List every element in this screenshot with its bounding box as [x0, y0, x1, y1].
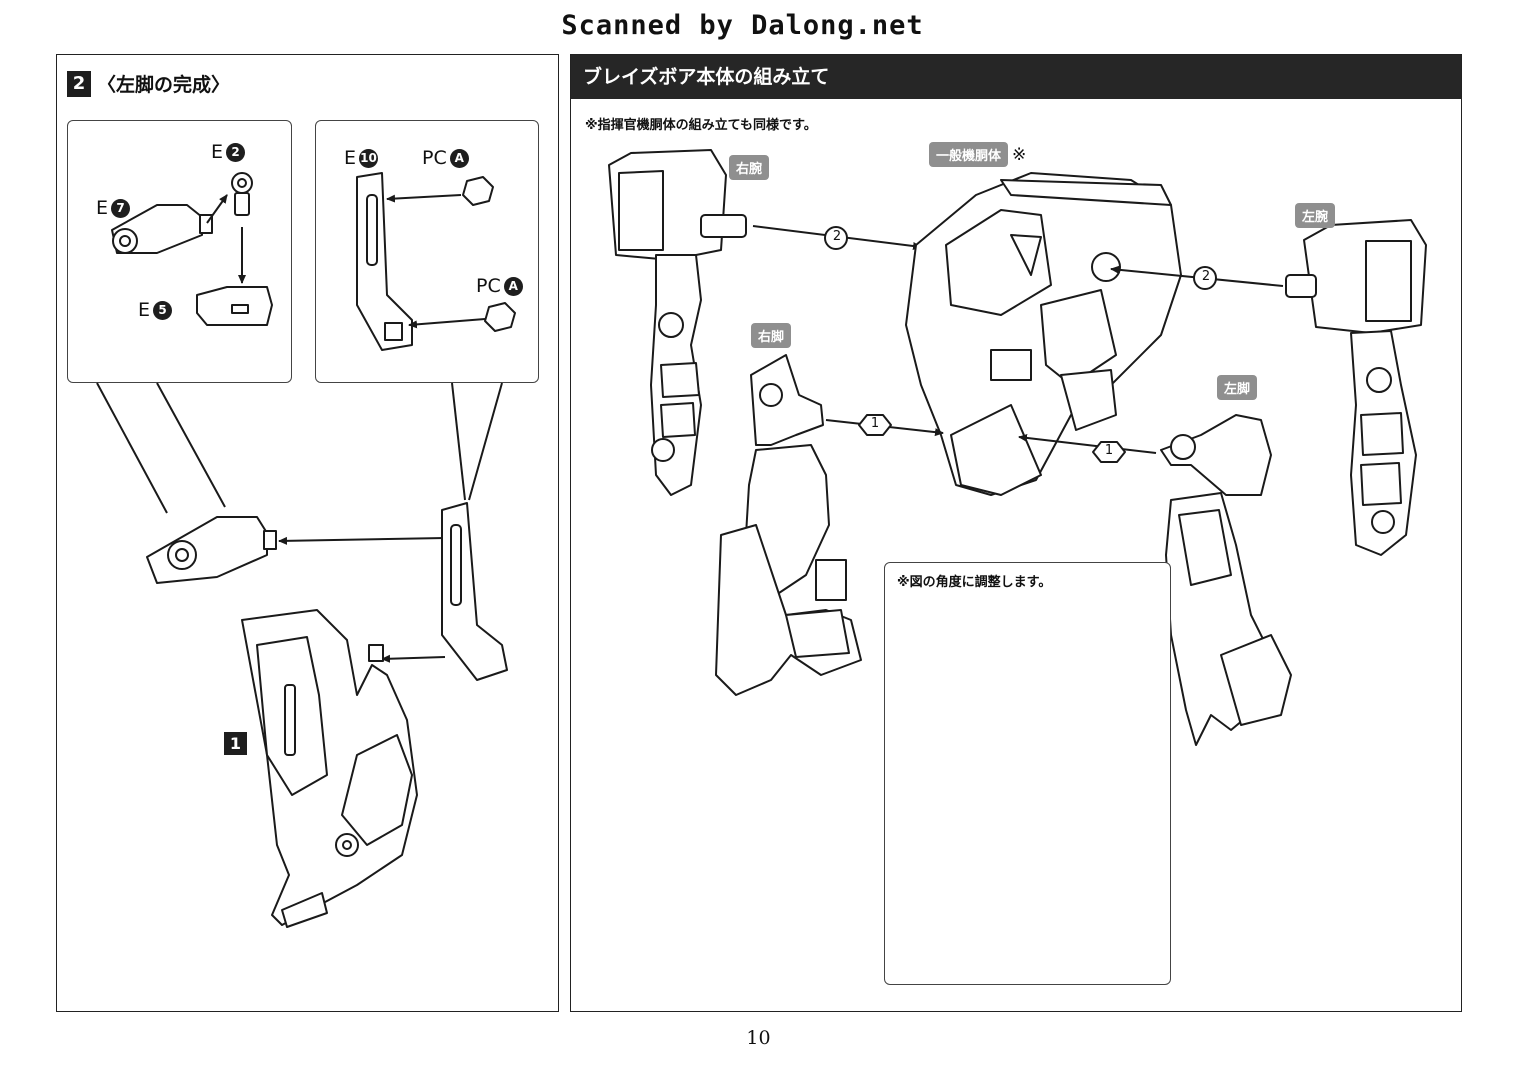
tag-right-leg: 右脚: [751, 323, 792, 348]
left-arm-illustration: [1285, 219, 1427, 556]
left-panel: 2 〈左脚の完成〉 E 2 E 7 E 5 E 10 PC A PC A 1: [56, 54, 559, 1012]
inset-note: ※図の角度に調整します。: [897, 575, 1052, 590]
step-header: 2 〈左脚の完成〉: [67, 70, 230, 97]
angle-adjust-inset: ※図の角度に調整します。: [884, 562, 1171, 985]
assembled-elbow-illustration: [146, 516, 277, 584]
step-title: 〈左脚の完成〉: [97, 74, 231, 96]
step-circle-2-right-arm: [824, 226, 848, 250]
part-number-icon: A: [503, 276, 523, 296]
watermark: Scanned by Dalong.net: [561, 10, 924, 41]
part-number-icon: 5: [153, 300, 173, 320]
step-number-label: 1: [1104, 443, 1114, 458]
block-part-e5-illustration: [196, 286, 273, 326]
part-number-icon: 7: [111, 198, 131, 218]
part-label-pca-bottom: PC A: [476, 275, 523, 297]
part-label-e10: E 10: [344, 147, 379, 169]
elbow-part-e7-illustration: [111, 204, 213, 254]
step-circle-2-left-arm: [1193, 266, 1217, 290]
assembly-step-badge: 1: [224, 732, 247, 755]
step-circle-1-left-leg: [1092, 441, 1126, 463]
step-number-label: 2: [832, 229, 842, 244]
part-label-e7: E 7: [96, 197, 131, 219]
step-number-label: 2: [1201, 269, 1211, 284]
detail-inset-frame: E 10 PC A PC A: [315, 120, 539, 383]
body-tag-group: 一般機胴体 ※: [929, 142, 1026, 167]
left-leg-illustration: [1160, 414, 1292, 746]
part-number-icon: A: [449, 148, 469, 168]
part-label-e2: E 2: [211, 141, 246, 163]
left-leg-illustration: [96, 172, 516, 928]
tag-general-body: 一般機胴体: [929, 142, 1009, 167]
tag-left-leg: 左脚: [1217, 375, 1258, 400]
tag-left-arm: 左腕: [1295, 203, 1336, 228]
right-panel: ブレイズボア本体の組み立て ※指揮官機胴体の組み立ても同様です。: [570, 54, 1462, 1012]
lower-leg-illustration: [241, 609, 418, 928]
frame-part-e10-illustration: [356, 172, 413, 351]
part-label-pca-top: PC A: [422, 147, 469, 169]
leg-frame-illustration: [441, 502, 508, 681]
joint-part-e2-illustration: [231, 172, 253, 216]
detail-inset-elbow: E 2 E 7 E 5: [67, 120, 292, 383]
polycap-a-bottom-icon: [484, 302, 516, 332]
polycap-a-top-icon: [462, 176, 494, 206]
page-number: 10: [746, 1027, 771, 1049]
commander-note: ※指揮官機胴体の組み立ても同様です。: [585, 118, 817, 133]
right-arm-illustration: [608, 149, 747, 496]
section-title-bar: ブレイズボア本体の組み立て: [571, 55, 1461, 99]
body-asterisk-mark: ※: [1012, 144, 1027, 165]
step-circle-1-right-leg: [858, 414, 892, 436]
general-body-illustration: [905, 172, 1182, 496]
part-number-icon: 10: [359, 148, 379, 168]
part-label-e5: E 5: [138, 299, 173, 321]
step-number-badge: 2: [67, 70, 91, 97]
step-number-label: 1: [870, 416, 880, 431]
part-number-icon: 2: [226, 142, 246, 162]
tag-right-arm: 右腕: [729, 155, 770, 180]
right-leg-illustration: [715, 354, 862, 696]
